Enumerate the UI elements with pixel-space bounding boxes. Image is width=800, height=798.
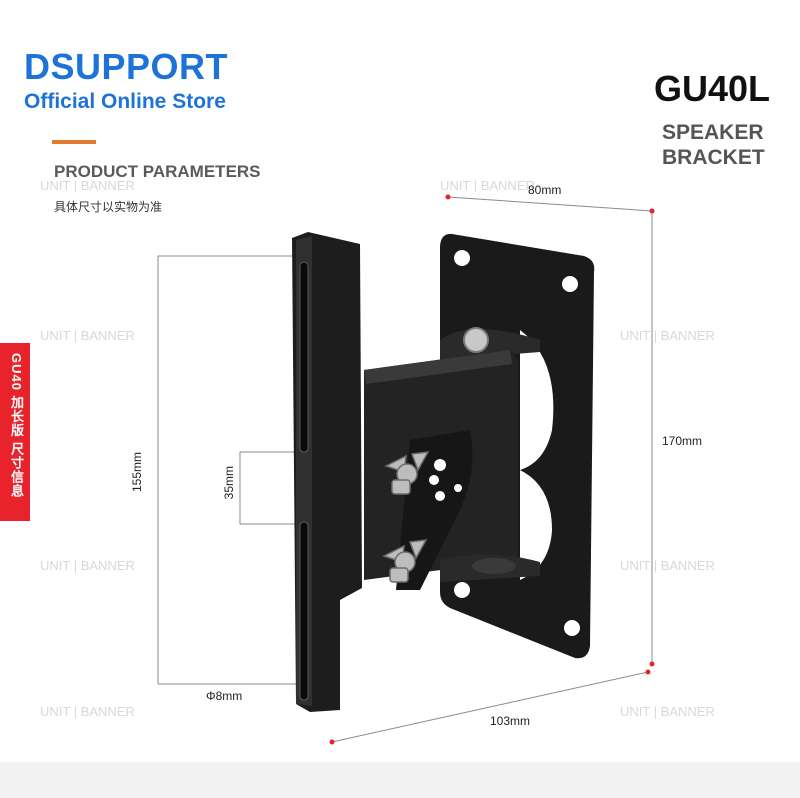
- svg-text:UNIT | BANNER: UNIT | BANNER: [40, 178, 135, 193]
- svg-text:UNIT | BANNER: UNIT | BANNER: [620, 704, 715, 719]
- hinge-bottom: [440, 554, 540, 582]
- dimension-lines: [157, 196, 653, 743]
- background-watermark: UNIT | BANNER UNIT | BANNER UNIT | BANNE…: [40, 178, 715, 719]
- hinge-top: [440, 327, 540, 360]
- svg-text:UNIT | BANNER: UNIT | BANNER: [620, 558, 715, 573]
- section-title: PRODUCT PARAMETERS: [54, 162, 261, 181]
- dimension-depth: 103mm: [490, 714, 531, 728]
- svg-text:UNIT | BANNER: UNIT | BANNER: [40, 704, 135, 719]
- svg-text:UNIT | BANNER: UNIT | BANNER: [620, 328, 715, 343]
- dimension-height-left: 155mm: [130, 452, 144, 493]
- dimension-slot-spacing: 35mm: [222, 466, 236, 500]
- accent-divider: [52, 140, 96, 144]
- dimension-markers: [329, 194, 655, 745]
- model-number: GU40L: [654, 68, 771, 109]
- section-note: 具体尺寸以实物为准: [54, 200, 163, 214]
- wing-nut-bottom: [382, 539, 428, 583]
- speaker-rail: [292, 232, 362, 712]
- svg-text:UNIT | BANNER: UNIT | BANNER: [40, 558, 135, 573]
- dimension-width: 80mm: [528, 183, 562, 197]
- side-tab-label: GU40 加长版 尺寸信息: [9, 353, 24, 499]
- wing-nut-top: [384, 451, 430, 495]
- dimension-height-right: 170mm: [662, 434, 703, 448]
- dimension-hole-diameter: Φ8mm: [206, 689, 243, 703]
- product-name: SPEAKER BRACKET: [662, 121, 765, 169]
- svg-text:UNIT | BANNER: UNIT | BANNER: [40, 328, 135, 343]
- side-tab: GU40 加长版 尺寸信息: [0, 343, 30, 521]
- svg-text:UNIT | BANNER: UNIT | BANNER: [440, 178, 535, 193]
- brand-logo: DSUPPORT: [24, 46, 229, 87]
- store-label: Official Online Store: [24, 90, 226, 113]
